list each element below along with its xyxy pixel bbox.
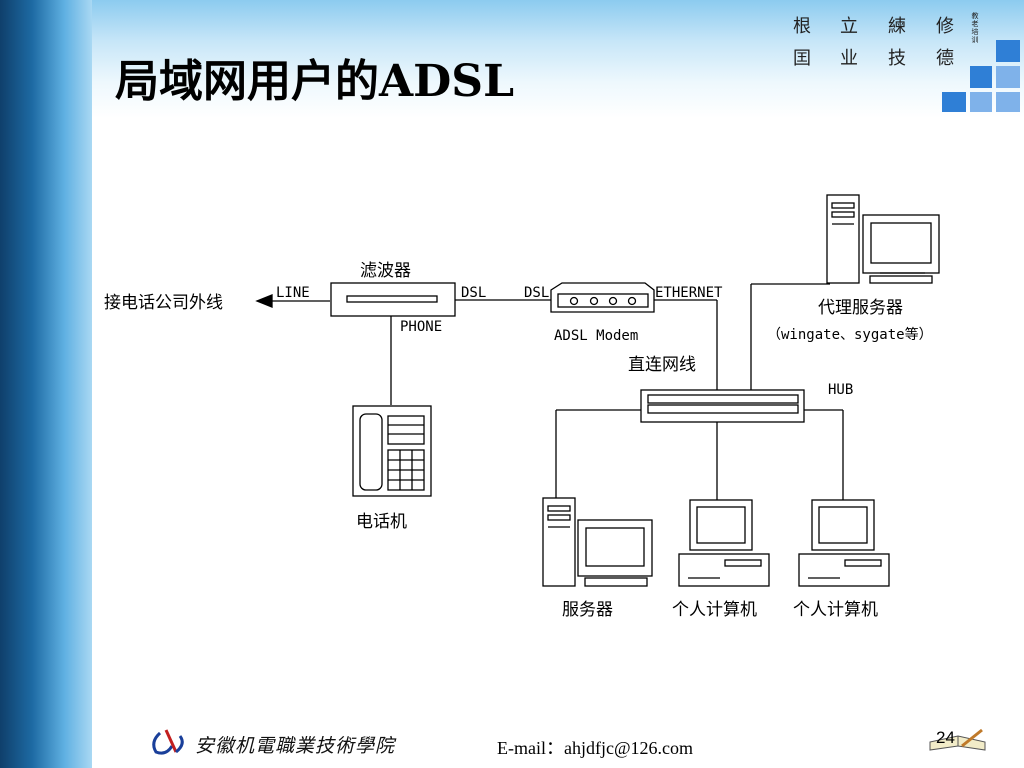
motto-char: 根: [793, 16, 811, 37]
dsl-out-label: DSL: [461, 285, 486, 301]
motto-char: 修: [936, 16, 954, 37]
modem-light-icon: [627, 296, 637, 306]
phone-port-label: PHONE: [400, 319, 442, 335]
proxy-tower: [826, 194, 860, 284]
decor-square: [970, 92, 992, 112]
motto-tiny-char: 教: [971, 12, 979, 20]
hub-label: HUB: [828, 382, 853, 398]
modem-light-icon: [569, 296, 579, 306]
decor-square: [996, 66, 1020, 88]
motto-char: 立: [840, 16, 858, 37]
dsl-in-label: DSL: [524, 285, 549, 301]
footer-bar: [92, 718, 1024, 768]
modem-label: ADSL Modem: [554, 328, 638, 344]
header-band: [92, 0, 1024, 118]
decor-square: [970, 66, 992, 88]
server-tower: [542, 497, 576, 587]
modem-light-icon: [608, 296, 618, 306]
telephone-handset: [359, 413, 383, 491]
phone-label: 电话机: [356, 512, 407, 532]
slide-title: 局域网用户的ADSL: [115, 56, 515, 107]
school-name: 安徽机電職業技術學院: [195, 735, 396, 757]
pc2-label: 个人计算机: [793, 600, 878, 620]
footer-email: E-mail：ahjdfjc@126.com: [497, 738, 694, 758]
slide-content: [92, 118, 1024, 718]
adsl-modem-device: [550, 282, 655, 313]
direct-cable-label: 直连网线: [628, 355, 696, 375]
server-monitor: [577, 519, 653, 577]
hub-ports-row: [647, 394, 799, 404]
motto-char: 囯: [793, 48, 811, 69]
telephone-device: [352, 405, 432, 497]
ethernet-label: ETHERNET: [655, 285, 723, 301]
motto-char: 业: [840, 48, 858, 69]
motto-tiny-char: 培: [971, 28, 979, 36]
decor-square: [996, 92, 1020, 112]
filter-label: 滤波器: [360, 261, 411, 281]
book-pencil-icon: [929, 728, 986, 751]
page-number: 24: [936, 728, 955, 747]
proxy-server-label: 代理服务器: [818, 298, 903, 318]
proxy-examples-label: （wingate、sygate等）: [767, 326, 933, 343]
decor-square: [942, 92, 966, 112]
left-decor-bar: [0, 0, 92, 768]
telephone-display: [387, 415, 425, 445]
filter-slot: [346, 295, 438, 303]
arrow-icon: [255, 294, 273, 308]
pc1-label: 个人计算机: [672, 600, 757, 620]
decor-square: [996, 40, 1020, 62]
hub-device: [640, 389, 805, 423]
server-label: 服务器: [562, 600, 613, 620]
pc-case: [798, 553, 890, 587]
pc-case: [678, 553, 770, 587]
pc-monitor: [811, 499, 875, 551]
motto-char: 技: [888, 48, 906, 69]
modem-panel: [557, 293, 649, 308]
school-logo-icon: [152, 729, 184, 755]
motto-tiny-char: 老: [971, 20, 979, 28]
motto-char: 練: [888, 16, 906, 37]
motto-tiny-char: 训: [971, 36, 979, 44]
external-line-label: 接电话公司外线: [104, 293, 223, 313]
motto-char: 德: [936, 48, 954, 69]
hub-ports-row: [647, 404, 799, 414]
modem-light-icon: [589, 296, 599, 306]
line-label: LINE: [276, 285, 310, 301]
pc-monitor: [689, 499, 753, 551]
